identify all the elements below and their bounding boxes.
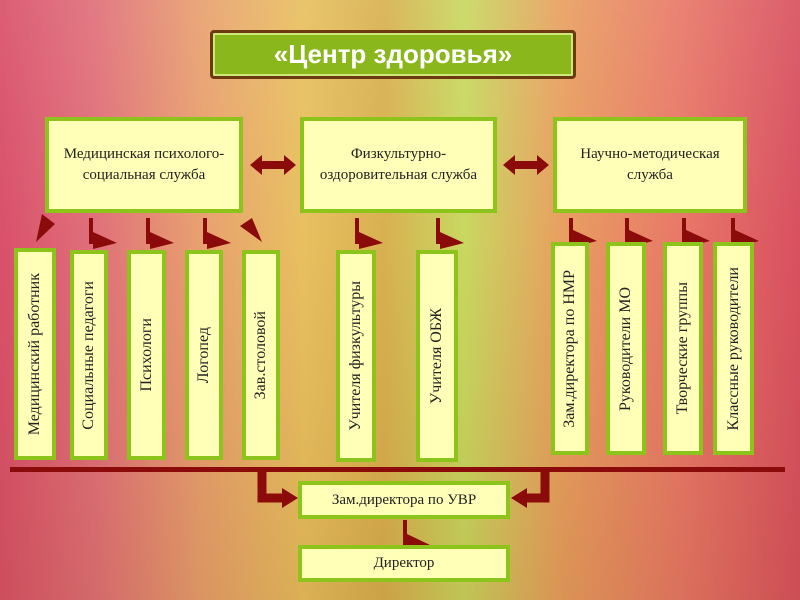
director-box: Директор (298, 545, 510, 582)
unit-label: Руководители МО (617, 286, 634, 411)
unit-label: Творческие группы (674, 282, 691, 415)
unit-medical-worker: Медицинский работник (14, 248, 56, 460)
unit-label: Зам.директора по НМР (561, 269, 578, 428)
unit-label: Учителя ОБЖ (428, 307, 445, 405)
unit-label: Социальные педагоги (80, 280, 97, 430)
unit-creative-groups: Творческие группы (663, 242, 703, 455)
service-medical: Медицинская психолого-социальная служба (45, 117, 243, 213)
unit-label: Логопед (195, 326, 212, 384)
flag-markers (36, 214, 759, 550)
service-physical: Физкультурно-оздоровительная служба (300, 117, 497, 213)
unit-social-teachers: Социальные педагоги (70, 250, 108, 460)
unit-psychologists: Психологи (127, 250, 166, 460)
unit-label: Зав.столовой (252, 310, 269, 400)
double-arrow-icon (250, 155, 296, 175)
unit-class-teachers: Классные руководители (713, 242, 754, 455)
service-label: Научно-методическая служба (580, 146, 720, 183)
deputy-label: Зам.директора по УВР (331, 491, 477, 508)
service-label: Физкультурно-оздоровительная служба (319, 146, 478, 183)
unit-speech-therapist: Логопед (185, 250, 223, 460)
unit-label: Психологи (137, 318, 155, 392)
unit-mo-heads: Руководители МО (606, 242, 646, 455)
unit-label: Учителя физкультуры (347, 281, 364, 431)
unit-label: Медицинский работник (26, 272, 43, 436)
arrow-to-deputy-right (525, 472, 550, 503)
service-label: Медицинская психолого-социальная служба (63, 146, 225, 183)
deputy-uvr-box: Зам.директора по УВР (298, 481, 510, 519)
director-label: Директор (373, 555, 435, 571)
unit-pe-teachers: Учителя физкультуры (336, 250, 376, 462)
service-methodical: Научно-методическая служба (553, 117, 747, 213)
unit-obzh-teachers: Учителя ОБЖ (416, 250, 458, 462)
double-arrow-icon (503, 155, 549, 175)
unit-deputy-nmr: Зам.директора по НМР (551, 242, 589, 455)
arrow-to-deputy-left (257, 472, 284, 503)
unit-label: Классные руководители (724, 266, 742, 431)
horizontal-bus-line (10, 467, 785, 472)
unit-canteen-head: Зав.столовой (242, 250, 280, 460)
diagram-title: «Центр здоровья» (210, 30, 576, 79)
